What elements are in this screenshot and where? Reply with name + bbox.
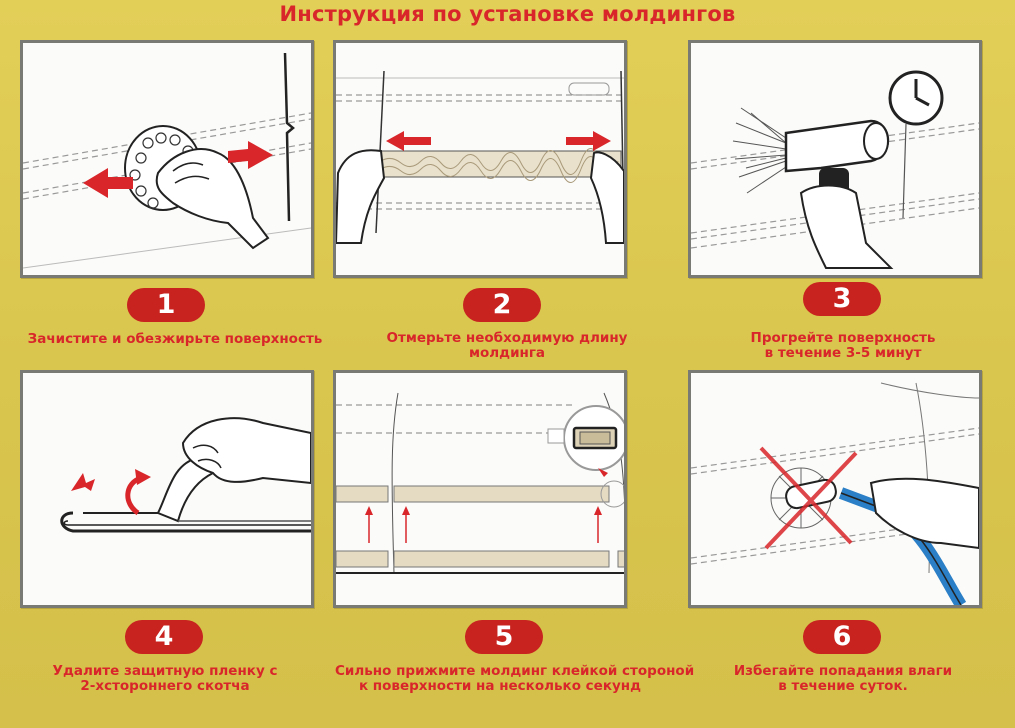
step-4-badge: 4	[125, 620, 203, 654]
step-4-caption: Удалите защитную пленку с 2-хстороннего …	[52, 663, 278, 694]
hair-dryer-icon	[732, 107, 894, 269]
step-3-illustration	[688, 40, 982, 278]
step-2-caption: Отмерьте необходимую длину молдинга	[386, 330, 628, 361]
step-6-badge: 6	[803, 620, 881, 654]
step-6-caption: Избегайте попадания влаги в течение суто…	[733, 663, 953, 694]
clock-icon	[888, 70, 944, 219]
peeling-film-icon	[60, 417, 311, 533]
page-title: Инструкция по установке молдингов	[279, 2, 736, 26]
step-1-illustration	[20, 40, 314, 278]
step-3-caption: Прогрейте поверхность в течение 3-5 мину…	[750, 330, 936, 361]
step-4-illustration	[20, 370, 314, 608]
step-1-caption: Зачистите и обезжирьте поверхность	[27, 331, 323, 347]
step-2-badge: 2	[463, 288, 541, 322]
step-3-badge: 3	[803, 282, 881, 316]
sponge-hand-icon	[23, 52, 311, 269]
step-1-badge: 1	[127, 288, 205, 322]
pressing-molding-icon	[336, 392, 624, 574]
magnifier-icon	[547, 405, 624, 477]
step-5-badge: 5	[465, 620, 543, 654]
cross-out-icon	[759, 446, 858, 550]
water-hose-icon	[838, 477, 979, 605]
step-5-illustration	[333, 370, 627, 608]
measuring-hands-icon	[336, 70, 624, 244]
step-5-caption: Сильно прижмите молдинг клейкой стороной…	[335, 663, 695, 694]
step-2-illustration	[333, 40, 627, 278]
step-6-illustration	[688, 370, 982, 608]
